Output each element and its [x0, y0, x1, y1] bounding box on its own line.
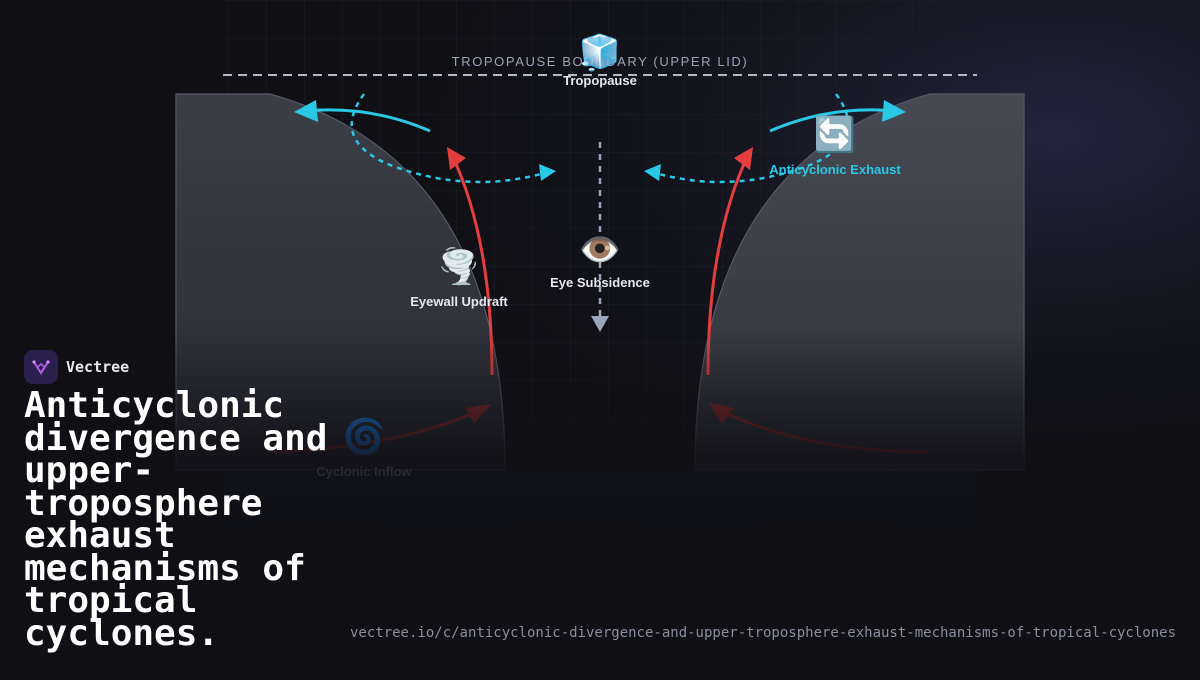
- tornado-icon: 🌪️: [437, 247, 481, 287]
- ice-cube-icon: 🧊: [578, 33, 622, 73]
- left-outflow-arrow: [304, 108, 431, 133]
- eye-icon: 👁️: [578, 230, 622, 270]
- left-outflow-arrowhead: [294, 100, 318, 122]
- vectree-logo-icon: [24, 350, 58, 384]
- brand: Vectree: [24, 350, 129, 384]
- right-recirculation-arrowhead: [644, 164, 661, 181]
- right-outflow-arrow: [769, 108, 896, 133]
- eye-subsidence-label: Eye Subsidence: [550, 275, 650, 290]
- recycle-arrows-icon: 🔄: [813, 115, 857, 155]
- source-url-link[interactable]: vectree.io/c/anticyclonic-divergence-and…: [349, 625, 1176, 641]
- tropopause-label: Tropopause: [563, 73, 637, 88]
- anticyclonic-exhaust-label: Anticyclonic Exhaust: [769, 162, 901, 177]
- eye-subsidence-arrowhead: [591, 316, 609, 332]
- eyewall-updraft-label: Eyewall Updraft: [410, 294, 508, 309]
- left-recirculation-arrow: [350, 93, 549, 184]
- right-outflow-arrowhead: [882, 100, 906, 122]
- page-title: Anticyclonic divergence and upper-tropos…: [24, 385, 328, 654]
- tropopause-boundary-caption: TROPOPAUSE BOUNDARY (UPPER LID): [451, 54, 749, 69]
- brand-name: Vectree: [66, 358, 130, 376]
- left-recirculation-arrowhead: [539, 164, 556, 181]
- right-recirculation-arrow: [651, 93, 850, 184]
- right-updraft-arrowhead: [734, 147, 753, 170]
- left-updraft-arrowhead: [447, 147, 466, 170]
